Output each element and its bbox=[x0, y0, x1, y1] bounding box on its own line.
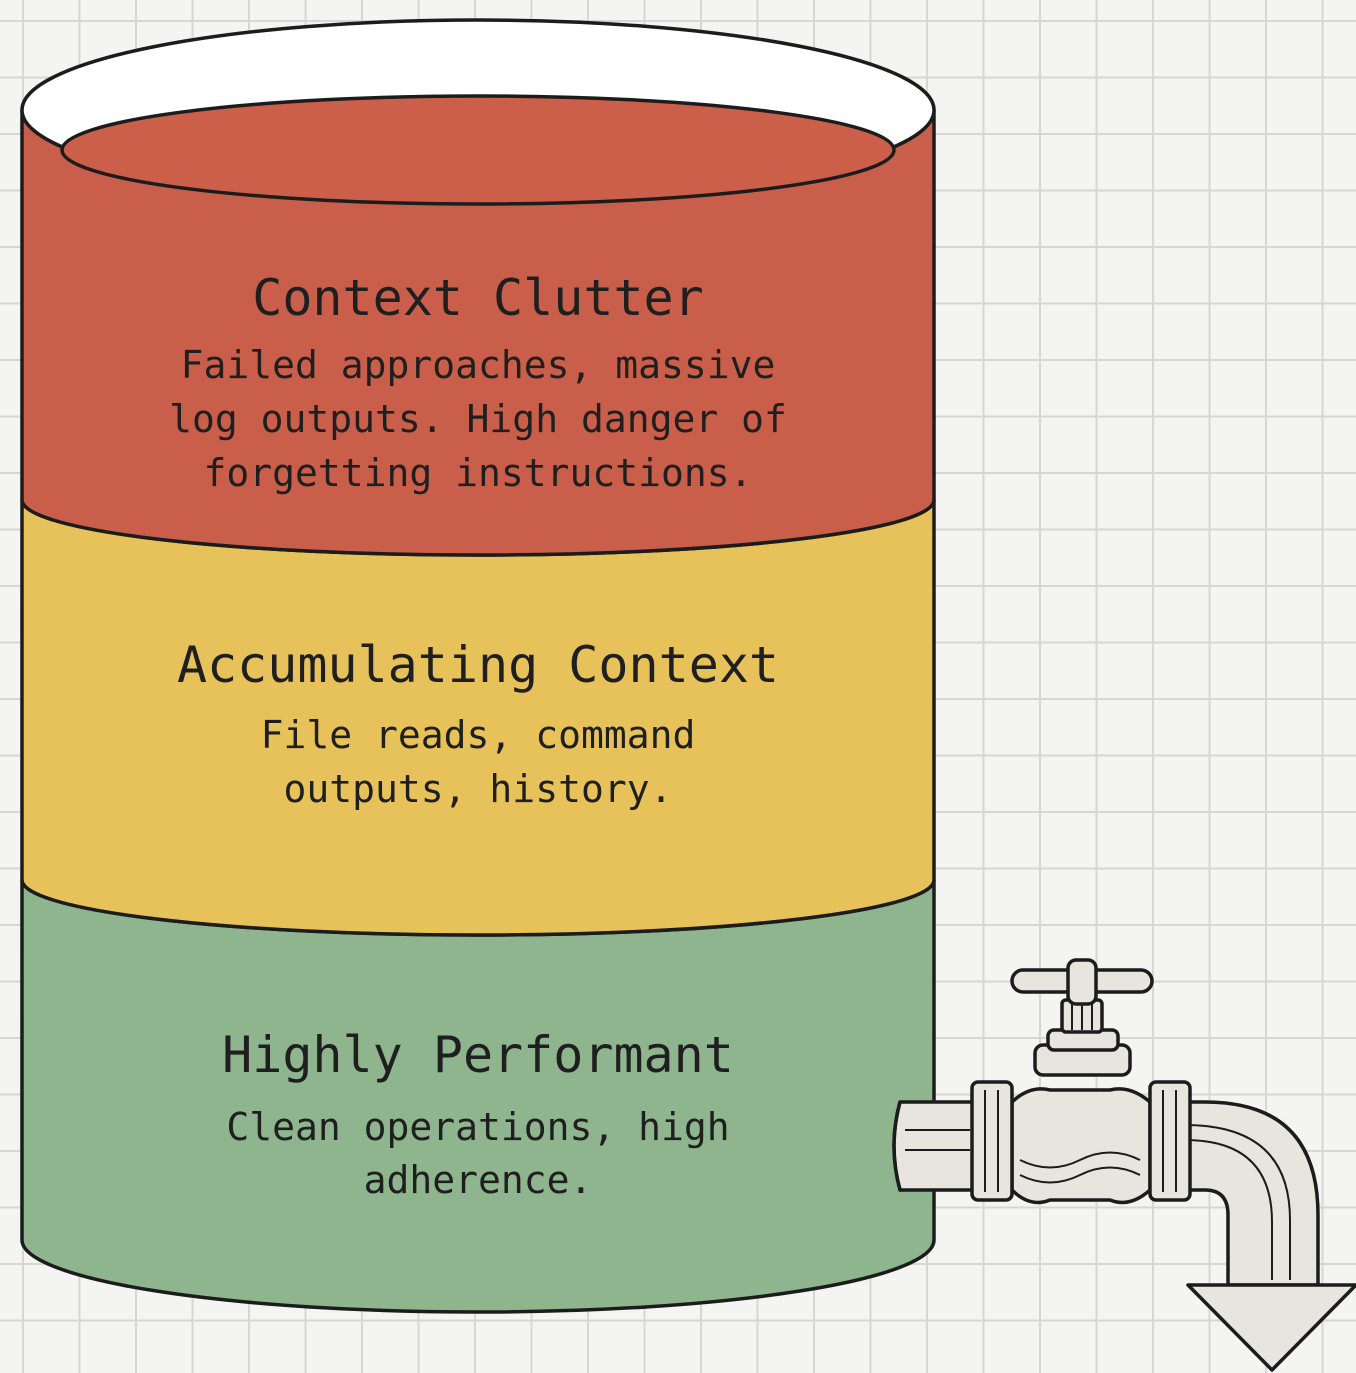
tap-elbow bbox=[1158, 1100, 1320, 1287]
layer-desc-line: outputs, history. bbox=[284, 767, 673, 811]
layer-title: Context Clutter bbox=[252, 269, 704, 327]
faucet-tap-icon bbox=[892, 958, 1320, 1287]
tap-valve-body bbox=[1010, 1087, 1152, 1205]
layer-desc-line: adherence. bbox=[364, 1158, 593, 1202]
layer-context-clutter: Context Clutter Failed approaches, massi… bbox=[169, 269, 787, 495]
layer-desc-line: Clean operations, high bbox=[226, 1105, 729, 1149]
layer-title: Accumulating Context bbox=[177, 636, 779, 694]
layer-desc-line: File reads, command bbox=[261, 713, 696, 757]
layer-desc-line: log outputs. High danger of bbox=[169, 397, 787, 441]
layer-desc-line: forgetting instructions. bbox=[203, 451, 752, 495]
tap-flange-left bbox=[970, 1080, 1014, 1202]
tap-elbow-highlight bbox=[1184, 1124, 1291, 1280]
layer-highly-performant: Highly Performant Clean operations, high… bbox=[222, 1026, 734, 1202]
tap-valve-detail bbox=[1019, 1151, 1141, 1169]
tap-handle-hub bbox=[1066, 958, 1098, 1006]
layer-desc-line: Failed approaches, massive bbox=[181, 343, 776, 387]
tap-connector bbox=[892, 1100, 902, 1192]
down-arrow-icon bbox=[1186, 1283, 1356, 1372]
layer-accumulating-context: Accumulating Context File reads, command… bbox=[177, 636, 779, 811]
tap-valve-detail bbox=[1019, 1166, 1141, 1184]
barrel bbox=[20, 18, 936, 1314]
liquid-surface bbox=[60, 94, 896, 206]
tap-elbow-highlight bbox=[1184, 1139, 1273, 1280]
tap-flange-right bbox=[1148, 1080, 1192, 1202]
outflow-arrow bbox=[1186, 1283, 1356, 1372]
layer-bottom-fill bbox=[20, 879, 936, 1314]
layer-title: Highly Performant bbox=[222, 1026, 734, 1084]
